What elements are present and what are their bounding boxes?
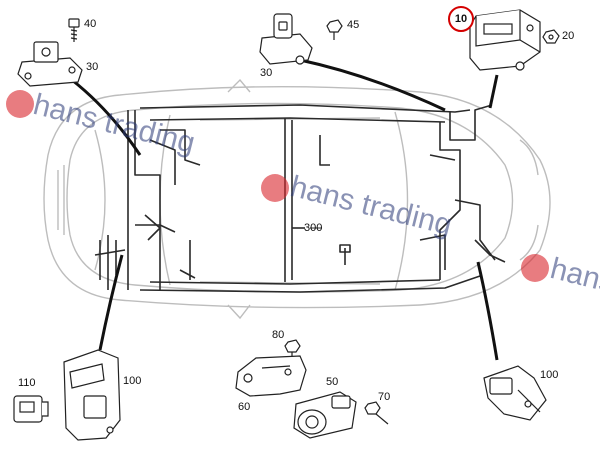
callout-20: 20 xyxy=(562,30,575,42)
watermark-logos xyxy=(6,90,549,282)
housing-100-left-icon xyxy=(63,349,121,441)
bolt-40-icon xyxy=(68,18,80,42)
bracket-60-icon xyxy=(235,355,307,397)
callout-300: 300 xyxy=(304,222,323,234)
callout-100-left: 100 xyxy=(123,375,142,387)
callout-80: 80 xyxy=(272,329,285,341)
control-unit-10-icon xyxy=(469,9,541,71)
callout-110: 110 xyxy=(18,377,36,389)
callout-60: 60 xyxy=(238,401,251,413)
callout-45: 45 xyxy=(347,19,360,31)
callout-30-top: 30 xyxy=(260,67,273,79)
bolt-70-icon xyxy=(364,401,389,425)
sensor-100-right-icon xyxy=(483,365,547,421)
leader-lines xyxy=(71,58,499,361)
nut-20-icon xyxy=(542,29,560,44)
sensor-30-left-icon xyxy=(17,41,83,87)
callout-70: 70 xyxy=(378,391,391,403)
callout-50: 50 xyxy=(326,376,339,388)
callout-40: 40 xyxy=(84,18,97,30)
callout-100-right: 100 xyxy=(540,369,559,381)
wiring-harness xyxy=(94,104,506,293)
sensor-50-icon xyxy=(293,391,357,439)
callout-10-highlight: 10 xyxy=(448,6,474,32)
bolt-45-icon xyxy=(326,19,343,40)
connector-110-icon xyxy=(13,395,49,423)
bolt-80-icon xyxy=(284,339,301,358)
sensor-30-top-icon xyxy=(259,13,313,65)
callout-30-left: 30 xyxy=(86,61,99,73)
car-outline xyxy=(43,78,551,320)
